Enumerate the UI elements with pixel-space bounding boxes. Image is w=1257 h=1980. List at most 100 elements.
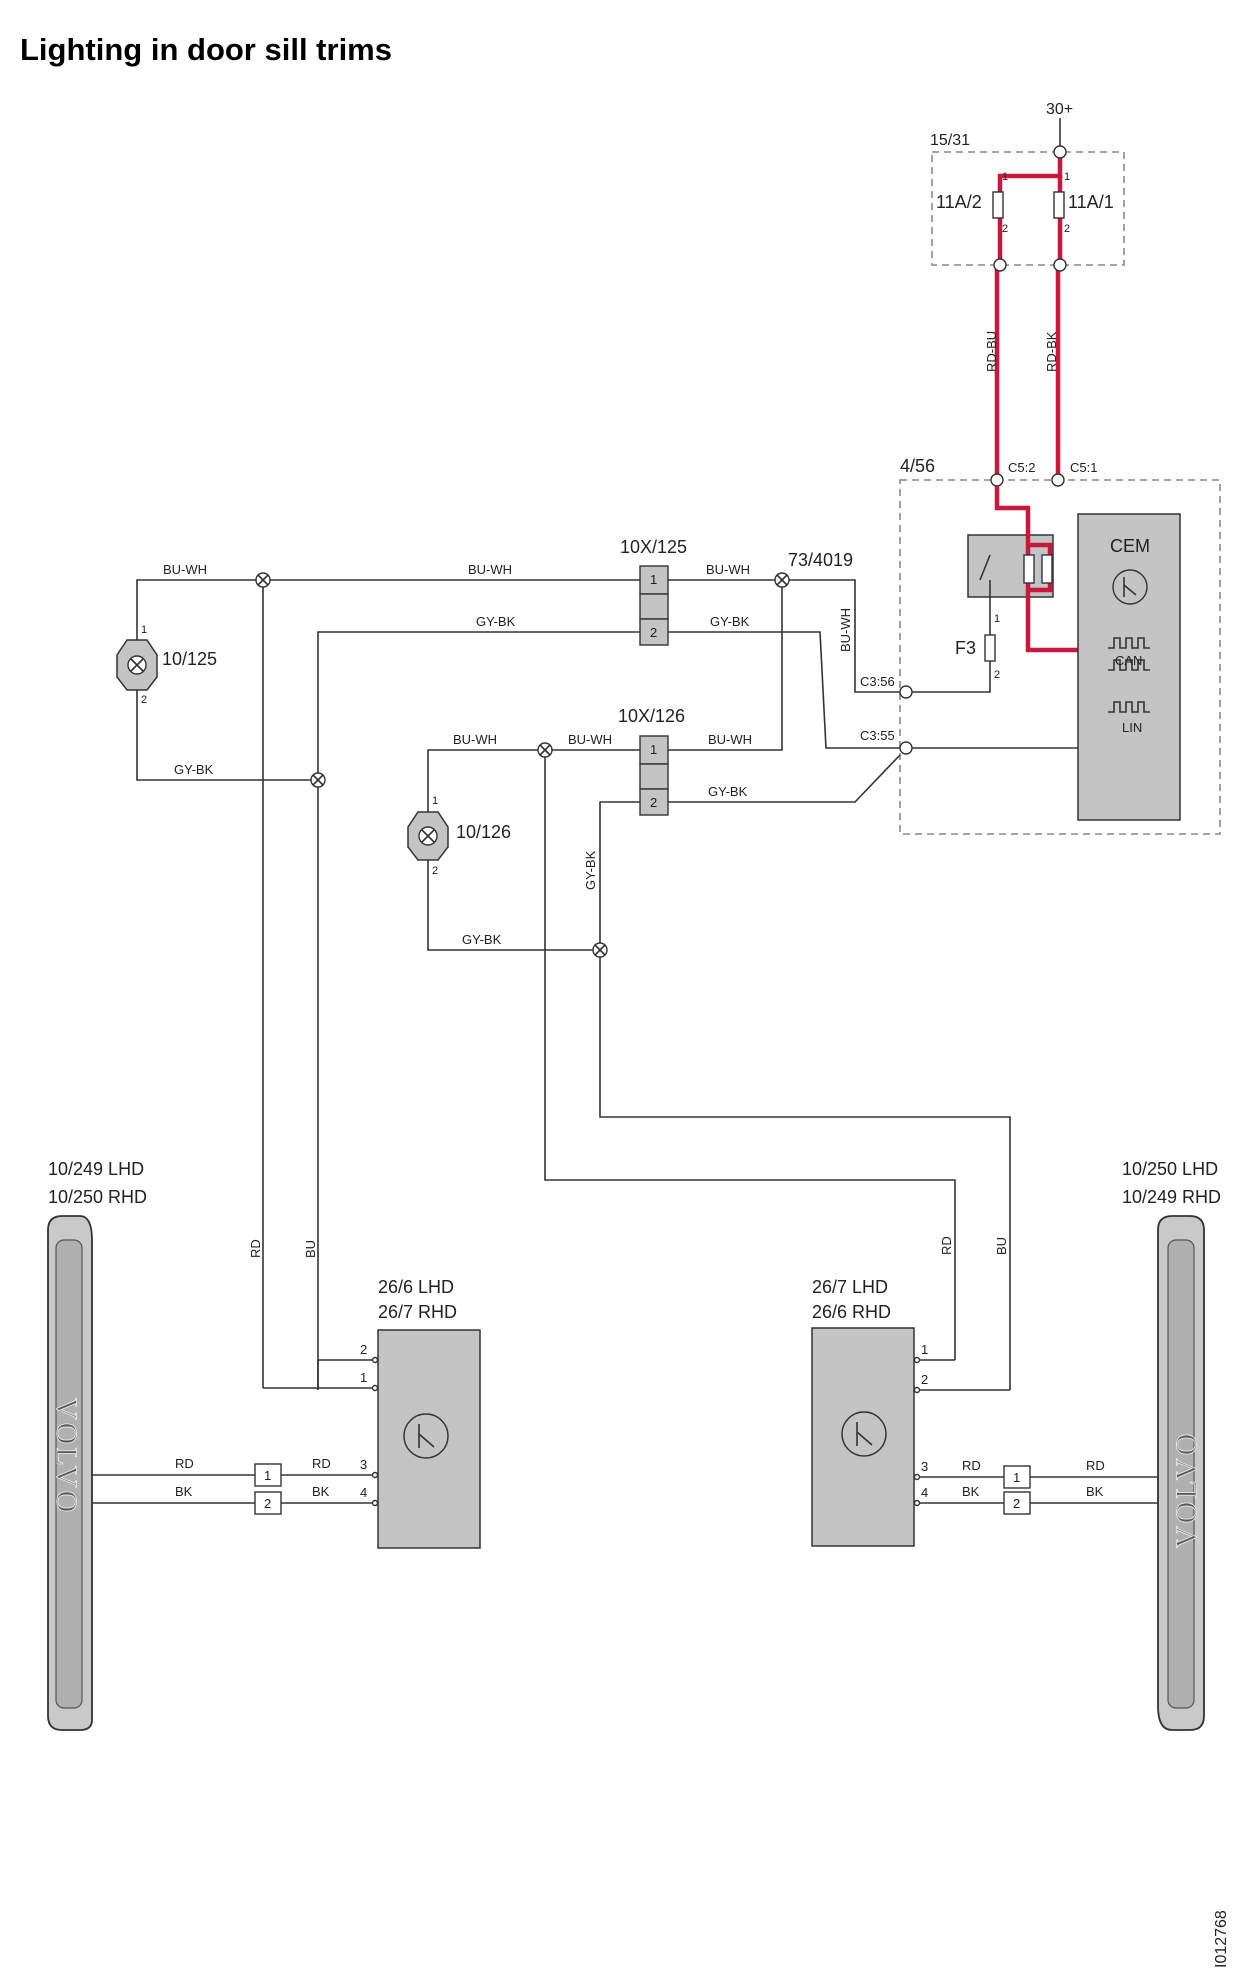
- splice-point: [255, 572, 271, 588]
- pin-label: 1: [360, 1370, 367, 1385]
- wire-label: GY-BK: [708, 784, 748, 799]
- fuse-f3-label: F3: [955, 638, 976, 658]
- pin-label: 2: [1064, 223, 1070, 235]
- wire-label: RD: [175, 1456, 194, 1471]
- pin-label: 1: [264, 1468, 271, 1483]
- pin-label: 1: [1064, 171, 1070, 183]
- splice-label: 73/4019: [788, 550, 853, 570]
- wire-label: BU-WH: [163, 562, 207, 577]
- splice-point: [310, 772, 326, 788]
- pin-label: 2: [650, 625, 657, 640]
- terminal-c3-55: [899, 741, 913, 755]
- can-signal-icon: [1108, 659, 1150, 671]
- wire-label: GY-BK: [462, 932, 502, 947]
- wire-label: RD: [939, 1236, 954, 1255]
- wire-label: RD: [312, 1456, 331, 1471]
- pin-label: 4: [360, 1485, 367, 1500]
- pin-label: 1: [1013, 1470, 1020, 1485]
- cem-section: 4/56 C5:2 C5:1 F3 1 2 CEM CAN LIN C: [860, 456, 1221, 835]
- wire-label-rd-bk: RD-BK: [1044, 331, 1059, 372]
- wire-label: RD: [248, 1239, 263, 1258]
- sill-connector-left: [254, 1463, 282, 1487]
- right-sill-label-2: 10/249 RHD: [1122, 1187, 1221, 1207]
- wire-label: GY-BK: [174, 762, 214, 777]
- wire-label: BU-WH: [453, 732, 497, 747]
- left-sill-trim: 10/249 LHD 10/250 RHD VOLVO: [47, 1159, 147, 1731]
- splice-point-73-4019: [774, 572, 790, 588]
- transistor-icon: [403, 1413, 449, 1459]
- connector-label: 10X/125: [620, 537, 687, 557]
- supply-label: 30+: [1046, 101, 1073, 118]
- wire-label: GY-BK: [476, 614, 516, 629]
- fuse-11a-2-label: 11A/2: [936, 192, 982, 212]
- wire-label: RD: [962, 1458, 981, 1473]
- pin-label: 1: [1002, 171, 1008, 183]
- left-module-label-1: 26/6 LHD: [378, 1277, 454, 1297]
- can-label: CAN: [1115, 653, 1142, 668]
- fuse-box-15-31: [931, 151, 1125, 266]
- left-module-label-2: 26/7 RHD: [378, 1302, 457, 1322]
- relay-coil-1: [1023, 554, 1035, 584]
- fuse-11a-1: [1053, 191, 1065, 219]
- lamp-label: 10/126: [456, 822, 511, 842]
- connector-10x-126: 10X/126 1 2: [618, 706, 685, 816]
- fuse-11a-2: [992, 191, 1004, 219]
- splice-point: [537, 742, 553, 758]
- connector-label: 10X/126: [618, 706, 685, 726]
- wire-label: BU-WH: [838, 608, 853, 652]
- wire-label: BU-WH: [468, 562, 512, 577]
- pin-label: 1: [994, 613, 1000, 625]
- wire-label: GY-BK: [583, 850, 598, 890]
- cem-name: CEM: [1110, 536, 1150, 556]
- pin-c5-1-label: C5:1: [1070, 460, 1097, 475]
- terminal-c5-1: [1051, 473, 1065, 487]
- wire-label: BU-WH: [706, 562, 750, 577]
- can-signal-icon: [1108, 637, 1150, 649]
- image-id: I012768: [1213, 1910, 1230, 1968]
- pin-label: 4: [921, 1485, 928, 1500]
- wire-label: BU-WH: [568, 732, 612, 747]
- lamp-10-126: 10/126 1 2: [407, 795, 511, 877]
- pin-label: 1: [650, 742, 657, 757]
- cem-box: [1077, 513, 1181, 821]
- terminal-c5-2: [990, 473, 1004, 487]
- wire-label: BK: [1086, 1484, 1104, 1499]
- lamp-label: 10/125: [162, 649, 217, 669]
- wire-label: BK: [962, 1484, 980, 1499]
- fuse-11a-1-label: 11A/1: [1068, 192, 1114, 212]
- wire-label: BU: [994, 1237, 1009, 1255]
- pin-label: 2: [921, 1372, 928, 1387]
- pin-label: 3: [921, 1459, 928, 1474]
- wire-label: BU-WH: [708, 732, 752, 747]
- pin-label: 2: [994, 669, 1000, 681]
- terminal: [993, 258, 1007, 272]
- left-sill-label-1: 10/249 LHD: [48, 1159, 144, 1179]
- lin-label: LIN: [1122, 720, 1142, 735]
- left-sill-label-2: 10/250 RHD: [48, 1187, 147, 1207]
- wire-label: BK: [312, 1484, 330, 1499]
- terminal: [1053, 145, 1067, 159]
- wire-label: GY-BK: [710, 614, 750, 629]
- wire-label: BK: [175, 1484, 193, 1499]
- right-sill-label-1: 10/250 LHD: [1122, 1159, 1218, 1179]
- terminal-c3-56: [899, 685, 913, 699]
- pin-label: 3: [360, 1457, 367, 1472]
- red-supply-left: [997, 152, 1063, 265]
- pin-c3-56-label: C3:56: [860, 674, 895, 689]
- pin-label: 2: [1002, 223, 1008, 235]
- volvo-logo: VOLVO: [50, 1398, 83, 1515]
- relay-coil-2: [1041, 554, 1053, 584]
- supply-section: 30+ 15/31 11A/2 11A/1 1 1 2 2 RD-BU RD-B…: [930, 101, 1125, 477]
- splice-point: [592, 942, 608, 958]
- sill-connector-right: [1003, 1465, 1031, 1489]
- pin-label: 2: [141, 694, 147, 706]
- pin-label: 2: [1013, 1496, 1020, 1511]
- pin-label: 1: [921, 1342, 928, 1357]
- red-cem-feed: [994, 486, 1078, 653]
- right-module: 26/7 LHD 26/6 RHD 1 2 RD BU 1 2 3 4 RD B…: [811, 1236, 1158, 1547]
- right-sill-trim: 10/250 LHD 10/249 RHD VOLVO: [1122, 1159, 1221, 1731]
- left-module: 26/6 LHD 26/7 RHD 2 1 RD BU 1 2 3 4 RD B…: [92, 1239, 481, 1549]
- lamp-10-125: 10/125 1 2: [116, 624, 217, 706]
- page-title: Lighting in door sill trims: [20, 32, 392, 67]
- wire-label-rd-bu: RD-BU: [984, 331, 999, 372]
